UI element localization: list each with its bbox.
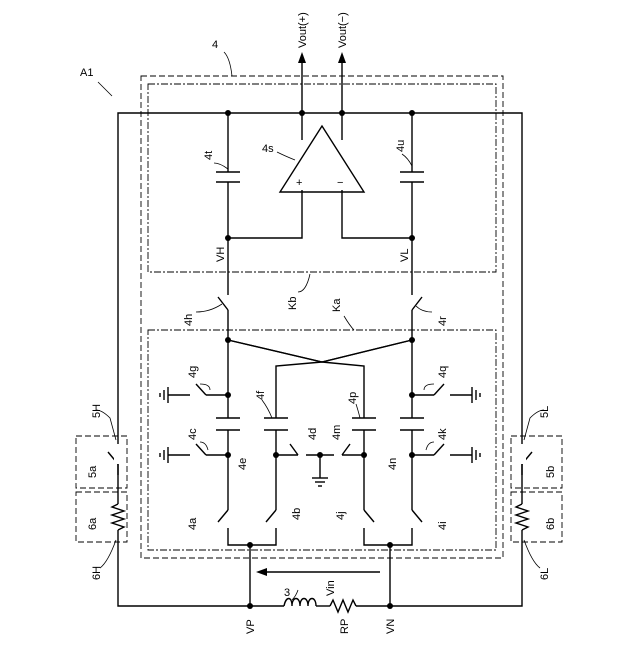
switch-4j	[364, 510, 390, 545]
capacitor-4u	[400, 172, 424, 182]
label-6b: 6b	[545, 518, 557, 530]
switch-4q	[412, 384, 480, 403]
label-vh: VH	[215, 247, 227, 262]
label-vout-plus: Vout(+)	[297, 12, 309, 48]
label-4: 4	[212, 39, 218, 51]
switch-4a	[218, 510, 250, 545]
label-coil-3: 3	[284, 587, 290, 599]
block-kb-outline	[148, 84, 496, 272]
label-4t: 4t	[203, 151, 215, 160]
label-4s: 4s	[262, 143, 274, 155]
capacitor-4f	[264, 418, 288, 430]
label-5h: 5H	[91, 404, 103, 418]
label-4i: 4i	[437, 521, 449, 530]
label-5l: 5L	[539, 406, 551, 418]
outer-wires	[118, 113, 522, 606]
label-4r: 4r	[437, 316, 449, 326]
switch-4r	[412, 297, 422, 340]
label-amp-plus: +	[296, 177, 302, 189]
resistor-rp	[330, 600, 390, 612]
kb-wiring	[228, 62, 412, 295]
label-vout-minus: Vout(−)	[337, 12, 349, 48]
label-4n: 4n	[387, 458, 399, 470]
label-amp-minus: −	[337, 177, 343, 189]
resistor-6a	[112, 504, 124, 530]
label-4q: 4q	[437, 366, 449, 378]
label-kb: Kb	[287, 297, 299, 310]
switch-4c	[160, 444, 228, 463]
label-4m: 4m	[331, 425, 343, 440]
resistor-6b	[516, 504, 528, 530]
label-4f: 4f	[255, 390, 267, 400]
label-rp: RP	[339, 619, 351, 634]
label-4b: 4b	[291, 508, 303, 520]
vout-minus-arrow	[338, 52, 346, 63]
capacitor-4e	[216, 418, 240, 430]
label-a1: A1	[80, 67, 93, 79]
switch-4m	[342, 444, 350, 455]
ka-wiring	[228, 340, 412, 510]
label-4c: 4c	[187, 428, 199, 440]
capacitor-4p	[352, 418, 376, 430]
label-4k: 4k	[437, 428, 449, 440]
label-4p: 4p	[347, 392, 359, 404]
label-ka: Ka	[331, 298, 343, 312]
label-4u: 4u	[395, 140, 407, 152]
label-4j: 4j	[335, 511, 347, 520]
capacitor-4n	[400, 418, 424, 430]
label-6h: 6H	[91, 566, 103, 580]
label-vp: VP	[245, 619, 257, 634]
vout-plus-arrow	[298, 52, 306, 63]
switch-4b	[250, 510, 276, 545]
label-vl: VL	[399, 249, 411, 262]
label-6l: 6L	[539, 568, 551, 580]
label-5b: 5b	[545, 466, 557, 478]
leader-lines	[96, 52, 544, 600]
label-4h: 4h	[183, 314, 195, 326]
label-5a: 5a	[87, 465, 99, 478]
label-4g: 4g	[187, 366, 199, 378]
coil-3	[250, 599, 330, 607]
label-4e: 4e	[237, 458, 249, 470]
label-4d: 4d	[307, 428, 319, 440]
switch-4d	[290, 444, 298, 455]
vin-arrow	[256, 568, 380, 576]
label-vn: VN	[385, 619, 397, 634]
switch-4k	[412, 444, 480, 463]
switch-4i	[390, 510, 422, 545]
capacitor-4t	[216, 172, 240, 182]
label-4a: 4a	[187, 517, 199, 530]
label-6a: 6a	[87, 517, 99, 530]
label-vin: Vin	[325, 580, 337, 596]
ground-center	[312, 478, 328, 486]
switch-4h	[218, 297, 228, 340]
switch-4g	[160, 384, 228, 403]
